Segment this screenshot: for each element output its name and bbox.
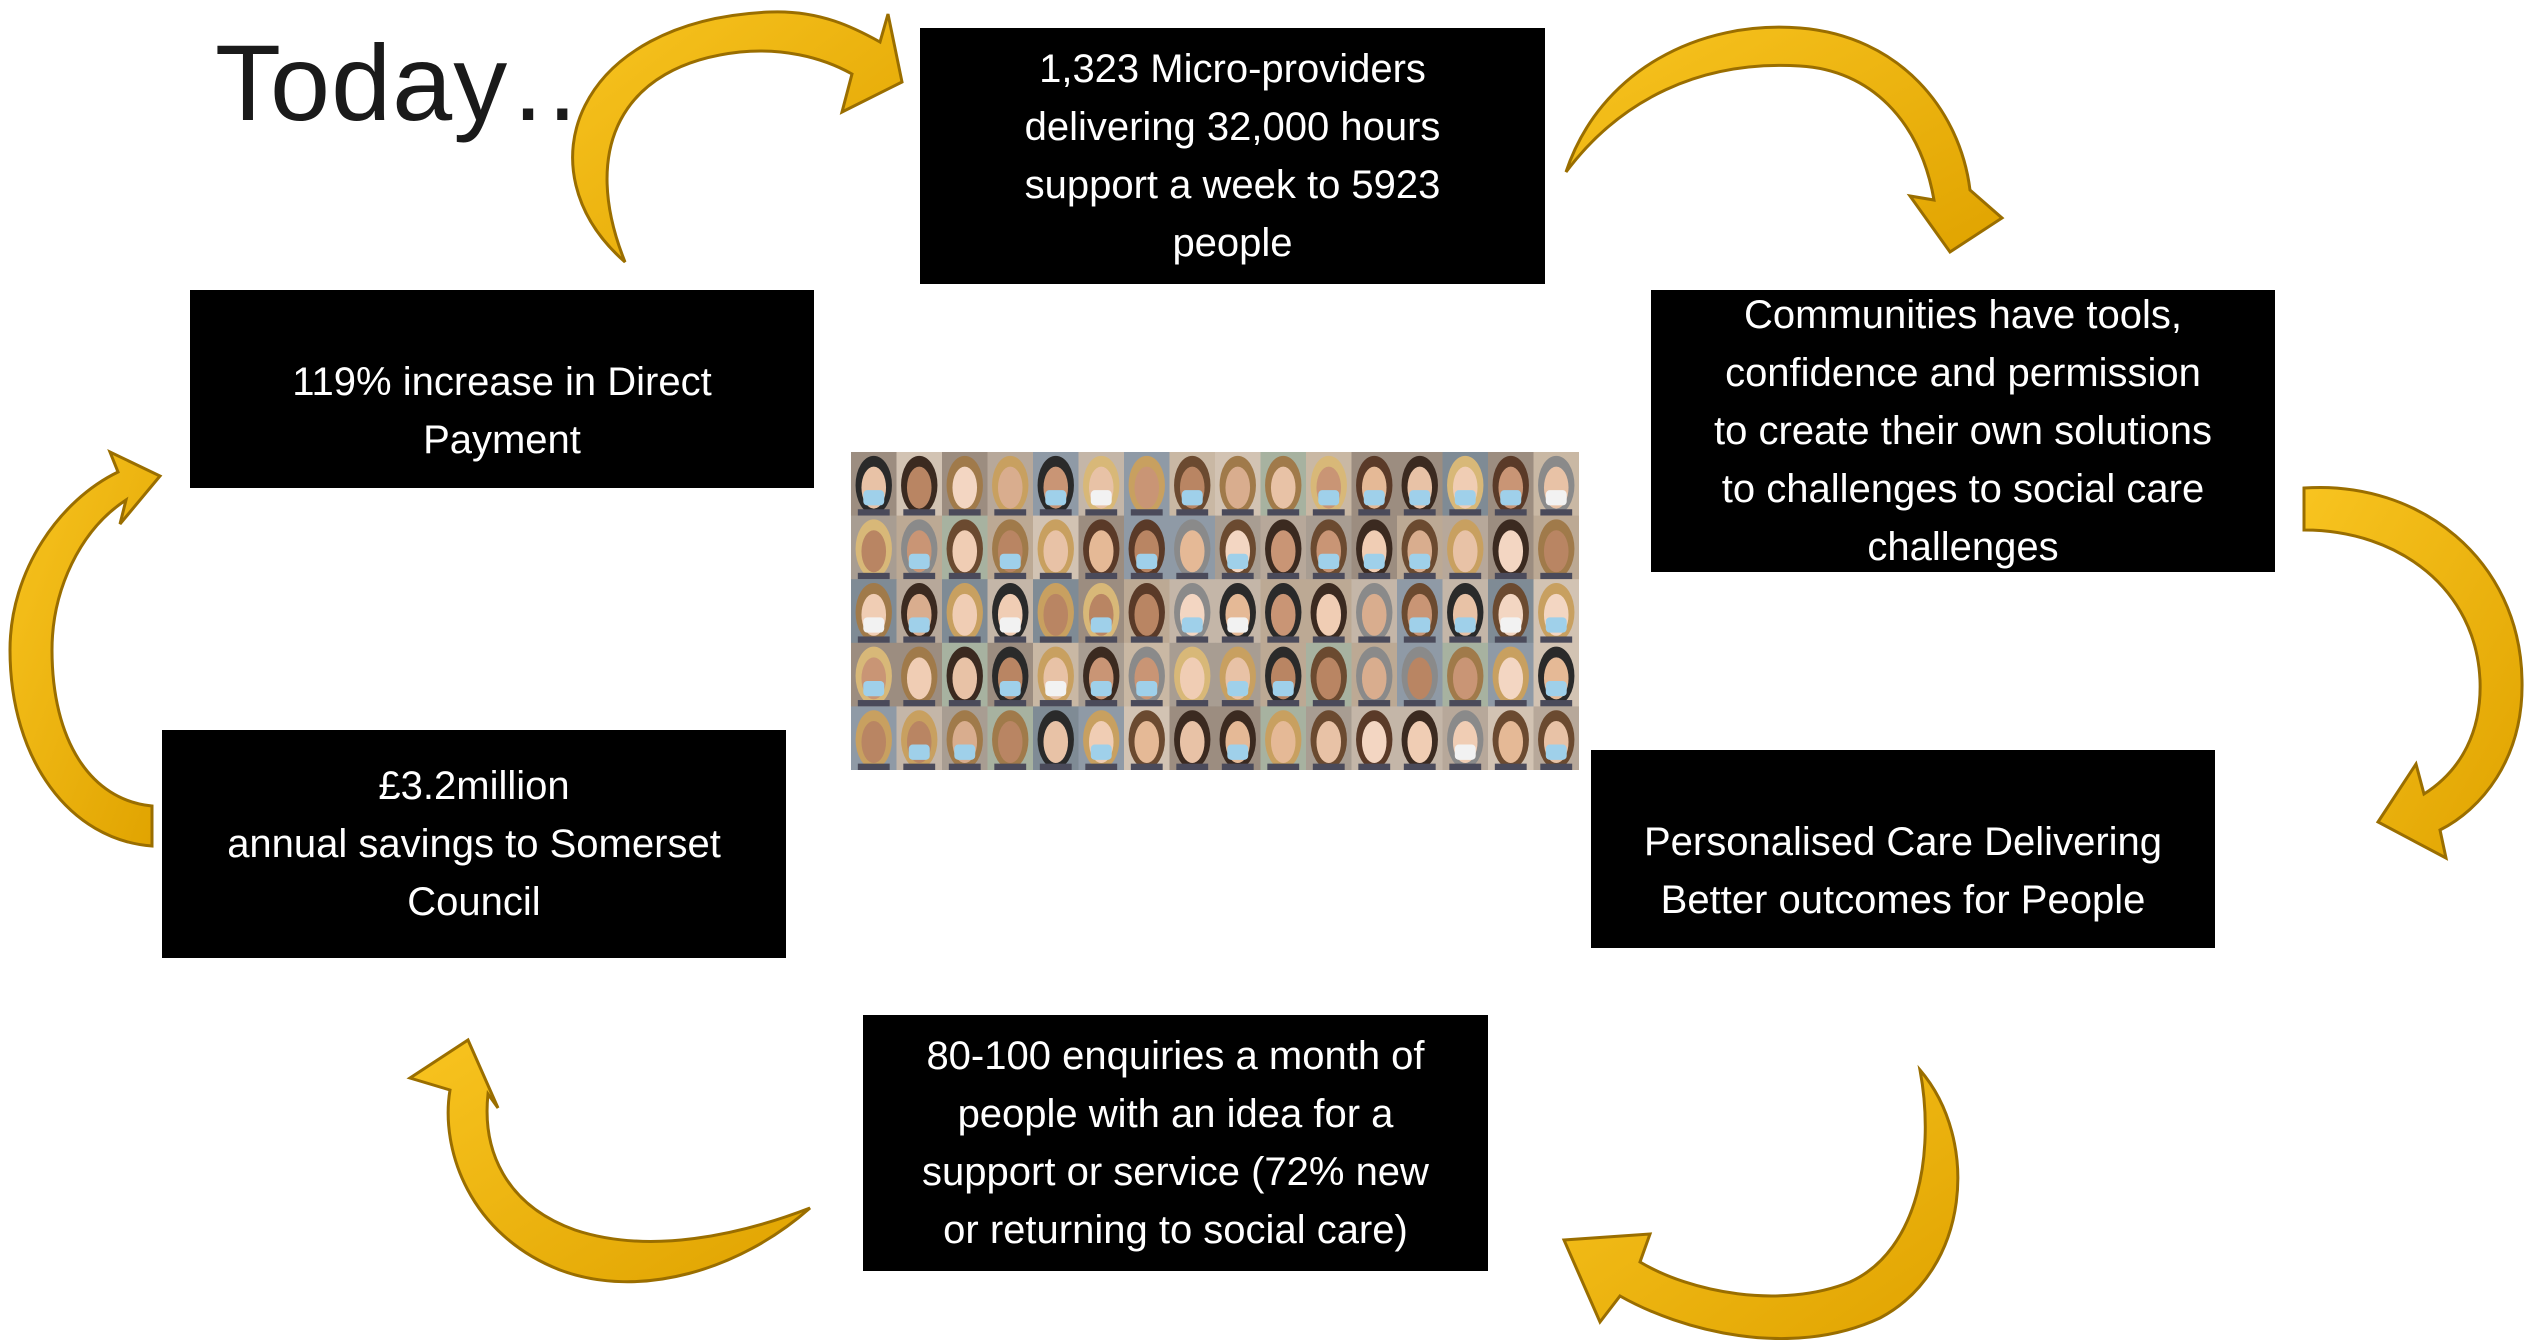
face-tile xyxy=(1306,579,1352,644)
face-tile xyxy=(1215,642,1261,707)
face-tile xyxy=(942,706,988,770)
face-tile xyxy=(1488,642,1534,707)
face-tile xyxy=(1488,452,1534,517)
face-tile xyxy=(1533,452,1579,517)
face-tile xyxy=(987,515,1034,580)
face-tile xyxy=(851,706,897,770)
page-title: Today… xyxy=(215,22,618,143)
face-tile xyxy=(1488,515,1534,580)
face-tile xyxy=(1351,515,1398,580)
face-tile xyxy=(1078,452,1125,517)
face-tile xyxy=(851,452,897,517)
face-tile xyxy=(896,706,943,770)
face-tile xyxy=(1124,642,1170,707)
face-tile xyxy=(1533,515,1579,580)
face-tile xyxy=(1442,706,1489,770)
enquiries-box: 80-100 enquiries a month of people with … xyxy=(863,1015,1488,1271)
face-tile xyxy=(1169,642,1216,707)
direct-payment-box: 119% increase in Direct Payment xyxy=(190,290,814,488)
curved-arrow-icon xyxy=(571,10,904,264)
face-tile xyxy=(1442,515,1489,580)
face-tile xyxy=(1215,579,1261,644)
micro-providers-box: 1,323 Micro-providers delivering 32,000 … xyxy=(920,28,1545,284)
face-tile xyxy=(1260,642,1307,707)
face-tile xyxy=(1351,706,1398,770)
face-tile xyxy=(987,706,1034,770)
face-tile xyxy=(1397,642,1443,707)
face-tile xyxy=(1124,706,1170,770)
face-tile xyxy=(851,579,897,644)
face-tile xyxy=(1306,452,1352,517)
face-tile xyxy=(896,642,943,707)
face-tile xyxy=(1533,579,1579,644)
face-tile xyxy=(1215,706,1261,770)
face-tile xyxy=(1033,452,1079,517)
face-tile xyxy=(1078,642,1125,707)
face-tile xyxy=(896,515,943,580)
face-tile xyxy=(851,515,897,580)
face-tile xyxy=(896,452,943,517)
face-tile xyxy=(1533,642,1579,707)
face-tile xyxy=(1260,579,1307,644)
face-tile xyxy=(987,579,1034,644)
face-tile xyxy=(1306,706,1352,770)
personalised-care-box: Personalised Care Delivering Better outc… xyxy=(1591,750,2215,948)
face-tile xyxy=(896,579,943,644)
face-tile xyxy=(1078,706,1125,770)
face-tile xyxy=(1442,579,1489,644)
face-tile xyxy=(1124,452,1170,517)
face-tile xyxy=(1397,579,1443,644)
face-tile xyxy=(1260,706,1307,770)
face-tile xyxy=(942,579,988,644)
face-tile xyxy=(1033,579,1079,644)
face-tile xyxy=(987,642,1034,707)
face-tile xyxy=(1169,579,1216,644)
face-tile xyxy=(1351,452,1398,517)
curved-arrow-icon xyxy=(1561,1064,1960,1340)
face-tile xyxy=(1351,579,1398,644)
face-tile xyxy=(1306,642,1352,707)
face-tile xyxy=(1124,579,1170,644)
curved-arrow-icon xyxy=(1564,25,2005,255)
face-tile xyxy=(1260,452,1307,517)
face-tile xyxy=(987,452,1034,517)
face-tile xyxy=(1260,515,1307,580)
face-tile xyxy=(851,642,897,707)
savings-box: £3.2million annual savings to Somerset C… xyxy=(162,730,786,958)
face-tile xyxy=(1351,642,1398,707)
face-tile xyxy=(1397,706,1443,770)
face-tile xyxy=(1033,706,1079,770)
curved-arrow-icon xyxy=(2302,485,2524,861)
communities-box: Communities have tools, confidence and p… xyxy=(1651,290,2275,572)
face-tile xyxy=(1397,452,1443,517)
curved-arrow-icon xyxy=(8,448,163,848)
face-tile xyxy=(1215,515,1261,580)
face-tile xyxy=(1033,642,1079,707)
face-tile xyxy=(942,642,988,707)
face-tile xyxy=(1533,706,1579,770)
face-tile xyxy=(1397,515,1443,580)
face-tile xyxy=(1488,579,1534,644)
face-tile xyxy=(1033,515,1079,580)
face-tile xyxy=(1488,706,1534,770)
face-tile xyxy=(1078,579,1125,644)
face-tile xyxy=(942,515,988,580)
curved-arrow-icon xyxy=(406,1037,811,1284)
face-tile xyxy=(1442,642,1489,707)
face-tile xyxy=(1442,452,1489,517)
face-tile xyxy=(1306,515,1352,580)
face-tile xyxy=(942,452,988,517)
face-tile xyxy=(1169,706,1216,770)
faces-photo-collage xyxy=(851,452,1579,770)
face-tile xyxy=(1215,452,1261,517)
face-tile xyxy=(1169,515,1216,580)
face-tile xyxy=(1169,452,1216,517)
face-tile xyxy=(1124,515,1170,580)
face-tile xyxy=(1078,515,1125,580)
